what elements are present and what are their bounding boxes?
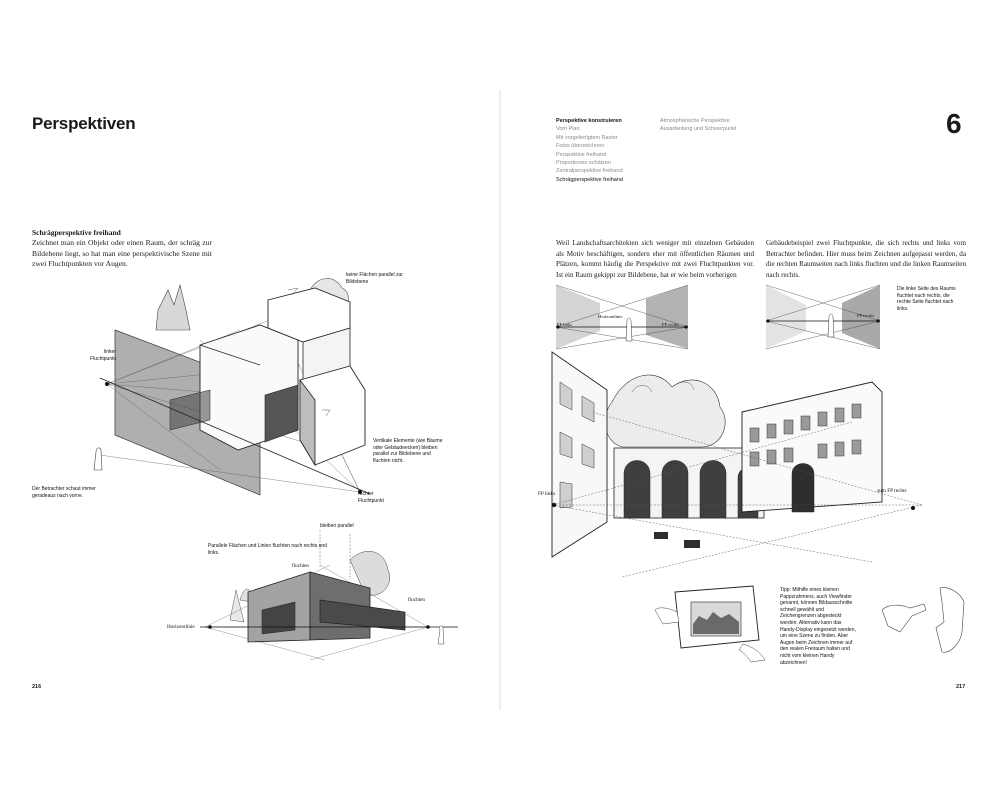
tip-text: Tipp: Mithilfe eines kleinen Pappzrahmen… <box>780 587 856 666</box>
book-gutter <box>499 90 501 710</box>
arrow-to-fp-rechts <box>911 506 915 510</box>
oblique-perspective-illustration <box>93 278 371 496</box>
page-number-right: 217 <box>956 684 966 690</box>
toc-item[interactable]: Proportionen schätzen <box>556 160 612 167</box>
body-text-left-column: Weil Landschaftsarchitekten sich weniger… <box>556 239 754 279</box>
label-zum-fp-rechts: zum FP rechts <box>877 488 907 494</box>
label-fp-links-diagram: FP links <box>557 322 573 327</box>
label-fluchten-2: fluchten <box>408 597 425 603</box>
toc-item[interactable]: Fotos überzeichnen <box>556 143 605 150</box>
toc-item[interactable]: Vom Plan <box>556 126 580 133</box>
chapter-number: 6 <box>946 108 962 139</box>
caption-linker-fluchtpunkt: linker Fluchtpunkt <box>90 349 116 362</box>
room-diagram-2 <box>765 284 881 350</box>
caption-keine-flaechen: keine Flächen parallel zur Bildebene <box>346 272 403 285</box>
toc-item-current[interactable]: Schrägperspektive freihand <box>556 176 623 183</box>
label-horizontlinie-left: Horizontlinie <box>167 624 195 630</box>
label-fluchten-1: fluchten <box>292 563 309 569</box>
toc-column-1: Perspektive konstruieren Vom Plan Mit vo… <box>556 117 651 184</box>
section-heading: Schrägperspektive freihand <box>32 228 121 237</box>
chapter-title: Perspektiven <box>32 114 136 133</box>
caption-rechter-fluchtpunkt: rechter Fluchtpunkt <box>358 491 384 504</box>
room-diagram-1 <box>555 284 689 350</box>
side-caption: Die linke Seite des Raums fluchtet nach … <box>897 286 956 312</box>
hands-frame-sketch <box>881 587 965 653</box>
label-horizontlinie-diagram: Horizontlinie <box>598 314 623 319</box>
building-two-point-illustration <box>200 530 458 661</box>
body-text-right-column: Gebäudebeispiel zwei Fluchtpunkte, die s… <box>766 239 966 279</box>
viewfinder-sketch <box>654 585 766 663</box>
toc-item[interactable]: Perspektive konstruieren <box>556 118 622 124</box>
toc-item[interactable]: Mit vorgefertigtem Raster <box>556 134 618 141</box>
courtyard-sketch <box>551 351 923 578</box>
label-fp-rechts-diagram: FP rechts <box>662 322 680 327</box>
label-fp-rechts-small: FP rechts <box>857 313 875 318</box>
toc-item[interactable]: Zentralperspektive freihand <box>556 168 623 175</box>
caption-parallele-flaechen: Parallele Flächen und Linien fluchten na… <box>208 543 327 556</box>
caption-betrachter: Der Betrachter schaut immer geradeaus na… <box>32 486 96 499</box>
toc-item[interactable]: Perspektive freihand <box>556 151 607 158</box>
caption-bleiben-parallel: bleiben parallel <box>320 523 354 529</box>
toc-column-2: Atmosphärische Perspektive Ausarbeitung … <box>660 117 755 134</box>
caption-vertikale-elemente: Vertikale Elemente (wie Bäume oder Gebäu… <box>373 438 443 464</box>
toc-item[interactable]: Atmosphärische Perspektive <box>660 118 730 124</box>
page-number-left: 216 <box>32 684 42 690</box>
intro-text: Zeichnet man ein Objekt oder einen Raum,… <box>32 238 212 268</box>
toc-item[interactable]: Ausarbeitung und Schwerpunkt <box>660 126 737 133</box>
label-fp-links-scene: FP links <box>538 491 555 497</box>
